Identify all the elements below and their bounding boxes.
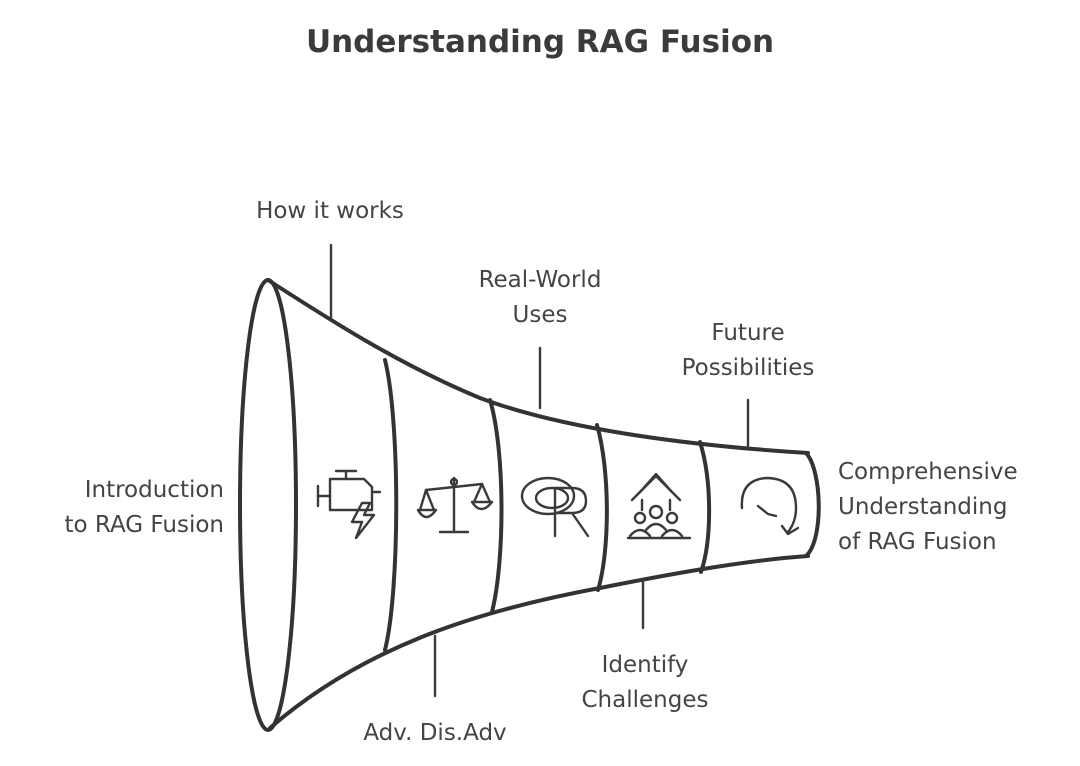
engine-bolt-icon bbox=[316, 469, 382, 540]
people-upward-arrow-icon bbox=[626, 472, 692, 540]
funnel-bottom-edge bbox=[268, 554, 810, 730]
stage-label-real-world-uses: Real-World Uses bbox=[478, 267, 602, 328]
segment-divider-2 bbox=[488, 398, 504, 614]
end-label: Comprehensive Understanding of RAG Fusio… bbox=[838, 459, 1018, 555]
stage-label-how-it-works: How it works bbox=[256, 198, 404, 224]
curved-arrow-icon bbox=[740, 476, 800, 536]
r-logo-icon bbox=[520, 476, 590, 538]
page-title: Understanding RAG Fusion bbox=[305, 24, 775, 60]
start-label: Introduction to RAG Fusion bbox=[64, 477, 224, 538]
funnel-end-cap bbox=[804, 451, 821, 558]
funnel-mouth bbox=[238, 278, 298, 732]
segment-divider-4 bbox=[698, 440, 712, 574]
segment-divider-3 bbox=[595, 423, 609, 592]
balance-scale-icon bbox=[416, 476, 494, 534]
segment-divider-1 bbox=[383, 358, 399, 652]
stage-label-future-possibilities: Future Possibilities bbox=[681, 320, 815, 381]
stage-label-adv-disadv: Adv. Dis.Adv bbox=[363, 720, 507, 746]
stage-label-identify-challenges: Identify Challenges bbox=[581, 652, 709, 713]
